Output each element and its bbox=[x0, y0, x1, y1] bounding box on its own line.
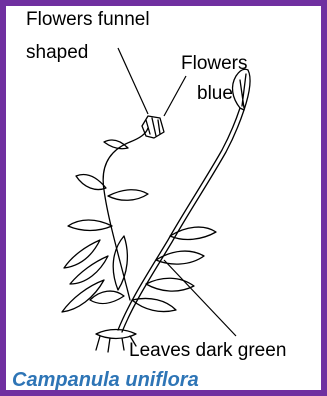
label-flowers: Flowers bbox=[181, 53, 248, 75]
pointer-line-blue bbox=[164, 76, 186, 116]
label-blue: blue bbox=[197, 83, 233, 105]
label-flowers-funnel: Flowers funnel bbox=[26, 9, 150, 31]
pointer-line-funnel bbox=[118, 48, 148, 114]
species-caption: Campanula uniflora bbox=[12, 368, 199, 392]
main-stem bbox=[118, 108, 240, 330]
pointer-line-leaves bbox=[164, 260, 236, 336]
label-leaves-dark-green: Leaves dark green bbox=[129, 340, 286, 362]
funnel-flower bbox=[142, 116, 164, 138]
label-shaped: shaped bbox=[26, 42, 88, 64]
